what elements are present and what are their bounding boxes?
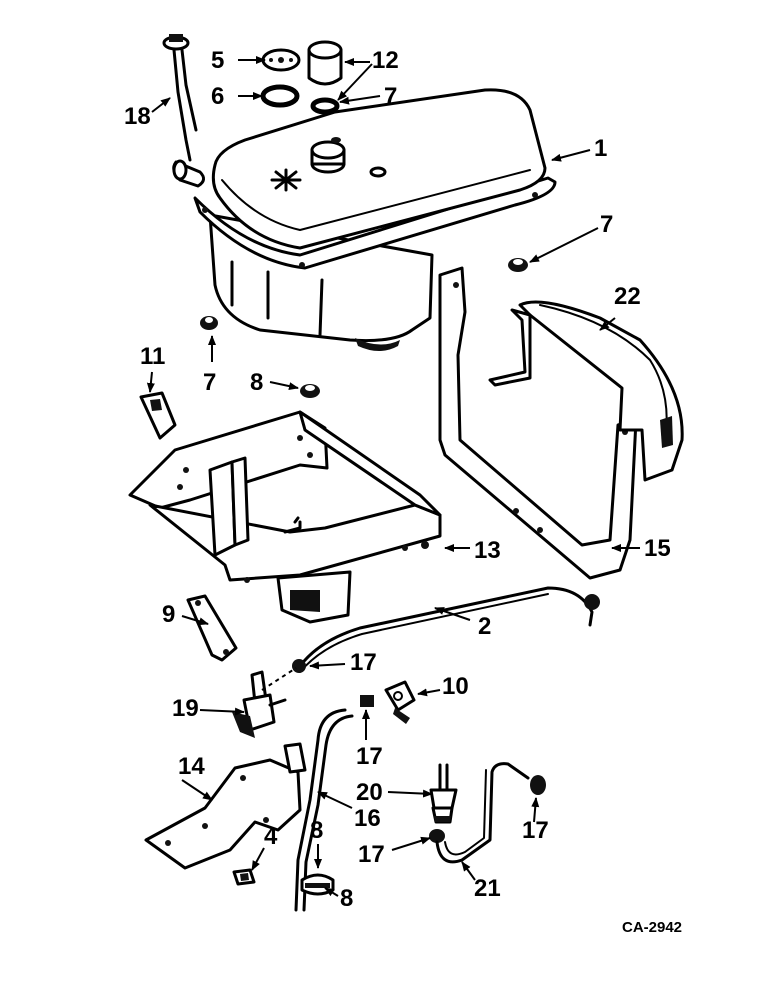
callout-2: 2 xyxy=(478,613,491,640)
callout-15: 15 xyxy=(644,535,671,562)
callout-17d: 17 xyxy=(358,841,385,868)
fuel-cap xyxy=(307,40,343,86)
bracket-9 xyxy=(186,594,238,662)
sender-cover xyxy=(261,48,301,72)
clip-6 xyxy=(232,868,256,886)
fuel-valve xyxy=(232,670,287,738)
callout-13: 13 xyxy=(474,537,501,564)
nut-7a xyxy=(508,258,528,272)
callout-10: 11 xyxy=(140,343,165,370)
callout-20: 21 xyxy=(474,875,501,902)
fitting-17b xyxy=(360,695,374,707)
callout-11: 10 xyxy=(442,673,469,700)
tank-support-frame xyxy=(128,410,442,624)
callout-9: 9 xyxy=(162,601,175,628)
callout-6: 4 xyxy=(264,823,278,850)
callout-8a: 8 xyxy=(310,817,323,844)
battery-tray xyxy=(488,300,684,482)
bracket-14 xyxy=(144,742,307,870)
drawing-code: CA-2942 xyxy=(622,919,682,936)
callout-7b: 7 xyxy=(203,369,216,396)
callout-3: 5 xyxy=(211,47,224,74)
sediment-bowl xyxy=(429,763,458,824)
callout-8b: 8 xyxy=(340,885,353,912)
callout-7a: 7 xyxy=(600,211,613,238)
leader-lines xyxy=(146,56,640,897)
callout-5: 7 xyxy=(384,83,397,110)
shutoff-valve xyxy=(384,680,416,724)
cap-gasket xyxy=(310,97,340,115)
nut-7c xyxy=(300,384,320,398)
callout-18: 18 xyxy=(124,103,151,130)
callout-labels: 5 6 12 7 18 1 7 22 11 7 8 13 15 9 2 17 1… xyxy=(124,47,682,936)
callout-12: 12 xyxy=(372,47,399,74)
gasket-ring xyxy=(260,84,300,108)
callout-21: 20 xyxy=(356,779,383,806)
fuel-line-20 xyxy=(435,762,530,864)
callout-17a: 17 xyxy=(350,649,377,676)
callout-1: 1 xyxy=(594,135,607,162)
fitting-17c xyxy=(530,775,546,795)
callout-4: 6 xyxy=(211,83,224,110)
fitting-17a xyxy=(292,659,306,673)
callout-16: 16 xyxy=(354,805,381,832)
fuel-gauge-sender xyxy=(162,34,205,188)
callout-7c: 8 xyxy=(250,369,263,396)
callout-22: 22 xyxy=(614,283,641,310)
callout-17c: 17 xyxy=(522,817,549,844)
fuel-tank xyxy=(193,88,557,351)
fitting-17d xyxy=(429,829,445,843)
callout-14: 14 xyxy=(178,753,205,780)
callout-19: 19 xyxy=(172,695,199,722)
nut-7b xyxy=(200,316,218,330)
callout-17b: 17 xyxy=(356,743,383,770)
bracket-10 xyxy=(139,391,177,440)
